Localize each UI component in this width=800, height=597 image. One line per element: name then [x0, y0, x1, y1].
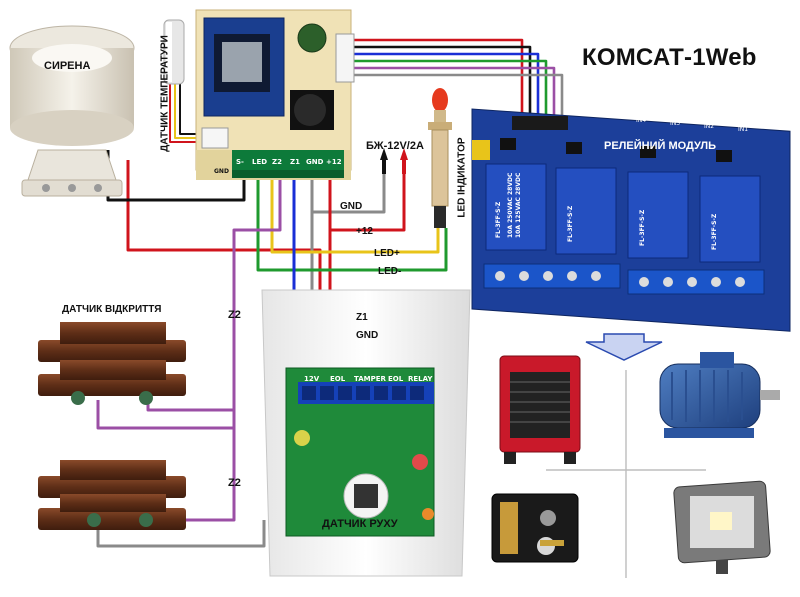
- relay-spec-model: FL-3FF-S-Z: [567, 205, 574, 242]
- relay-spec-v1: 10A 250VAC 28VDC: [507, 172, 514, 238]
- wire-ribbon-5: [345, 66, 556, 118]
- controller-terminal-block: [232, 150, 344, 178]
- wire-temp-sensor: [174, 80, 202, 139]
- output-divider: [546, 370, 706, 578]
- terminal-label: Z1: [290, 158, 300, 166]
- wires: [96, 38, 564, 548]
- relay-4: [699, 175, 761, 263]
- relay-2: [555, 167, 617, 255]
- psu-label: БЖ-12V/2A: [366, 140, 424, 152]
- motion-terminal-label: 12V: [304, 375, 320, 383]
- wire-label-led-minus: LED-: [378, 266, 401, 277]
- wire-ribbon-6: [345, 73, 564, 118]
- motion-terminal-label: TAMPER: [354, 375, 387, 383]
- motion-sensor-label: ДАТЧИК РУХУ: [322, 518, 398, 530]
- wire-label-z2: Z2: [228, 309, 241, 321]
- siren-icon: [9, 25, 135, 197]
- arrow-down-icon: [585, 333, 663, 361]
- controller-gnd-label: GND: [214, 168, 229, 175]
- wire-plus12: [328, 160, 406, 232]
- lock-icon: [491, 493, 579, 563]
- floodlight-icon: [673, 480, 771, 574]
- wire-ribbon-3: [345, 52, 540, 118]
- controller-board: [195, 9, 355, 180]
- wire-label-gnd: GND: [340, 201, 362, 212]
- led-indicator-icon: [428, 88, 452, 228]
- relay-3: [627, 171, 689, 259]
- relay-spec-model: FL-3FF-S-Z: [639, 209, 646, 246]
- relay-indicator-label: IN3: [670, 120, 680, 127]
- wire-led-minus: [256, 178, 448, 272]
- z2-labels: Z2 Z2: [228, 309, 241, 489]
- wire-gnd-psu: [310, 158, 386, 214]
- wire-led-plus: [270, 178, 440, 254]
- motion-terminal-label: EOL: [388, 375, 404, 383]
- relay-spec-model: FL-3FF-S-Z: [495, 201, 502, 238]
- terminal-label: LED: [252, 158, 267, 166]
- terminal-label: Z2: [272, 158, 282, 166]
- wire-z2-door-top: [146, 400, 234, 412]
- terminal-label: GND: [306, 158, 324, 166]
- siren-label: СИРЕНА: [44, 60, 91, 72]
- wire-label-led-plus: LED+: [374, 248, 400, 259]
- motion-terminal-label: EOL: [330, 375, 346, 383]
- terminal-label: +12: [326, 158, 342, 166]
- motor-icon: [659, 352, 780, 438]
- relay-indicator-label: IN4: [636, 117, 646, 124]
- wire-temp-red: [169, 80, 202, 143]
- wire-temp-black: [179, 80, 202, 135]
- wire-label-z1: Z1: [356, 312, 368, 323]
- wire-label-plus12: +12: [356, 226, 373, 237]
- relay-1: [485, 163, 547, 251]
- relay-indicator-label: IN2: [704, 123, 714, 130]
- relay-spec-v2: 10A 125VAC 28VDC: [515, 172, 522, 238]
- controller-terminal-labels: S- LED Z2 Z1 GND +12: [236, 158, 342, 166]
- page-title: КОМСАТ-1Web: [582, 44, 757, 71]
- door-sensor-2: [38, 460, 186, 530]
- motion-sensor: 12V EOL TAMPER EOL RELAY: [261, 289, 471, 577]
- relay-module-label: РЕЛЕЙНИЙ МОДУЛЬ: [604, 140, 717, 152]
- terminal-label: S-: [236, 158, 244, 166]
- wire-ribbon-2: [345, 45, 532, 118]
- wire-ribbon-1: [345, 38, 524, 118]
- relay-module: IN4 IN3 IN2 IN1 FL-3FF-S-Z FL-3FF-S-Z FL…: [471, 108, 791, 332]
- motion-terminal-label: RELAY: [408, 375, 433, 383]
- wire-labels: GND +12 LED+ LED- Z1 GND: [340, 201, 401, 341]
- relay-spec-model: FL-3FF-S-Z: [711, 213, 718, 250]
- door-sensor-1: [38, 322, 186, 405]
- wire-label-z2: Z2: [228, 477, 241, 489]
- wire-z2-door-link: [96, 400, 234, 430]
- relay-indicator-label: IN1: [738, 126, 748, 133]
- temperature-probe-icon: [163, 19, 185, 85]
- power-supply-leads: [380, 148, 408, 174]
- wire-door-gray: [96, 520, 266, 548]
- temp-sensor-label: ДАТЧИК ТЕМПЕРАТУРИ: [159, 35, 171, 152]
- wire-ribbon-4: [345, 59, 548, 118]
- door-sensor-label: ДАТЧИК ВІДКРИТТЯ: [62, 304, 162, 315]
- wire-label-gnd-motion: GND: [356, 330, 378, 341]
- heater-icon: [499, 355, 581, 464]
- led-indicator-label: LED ІНДИКАТОР: [456, 137, 468, 218]
